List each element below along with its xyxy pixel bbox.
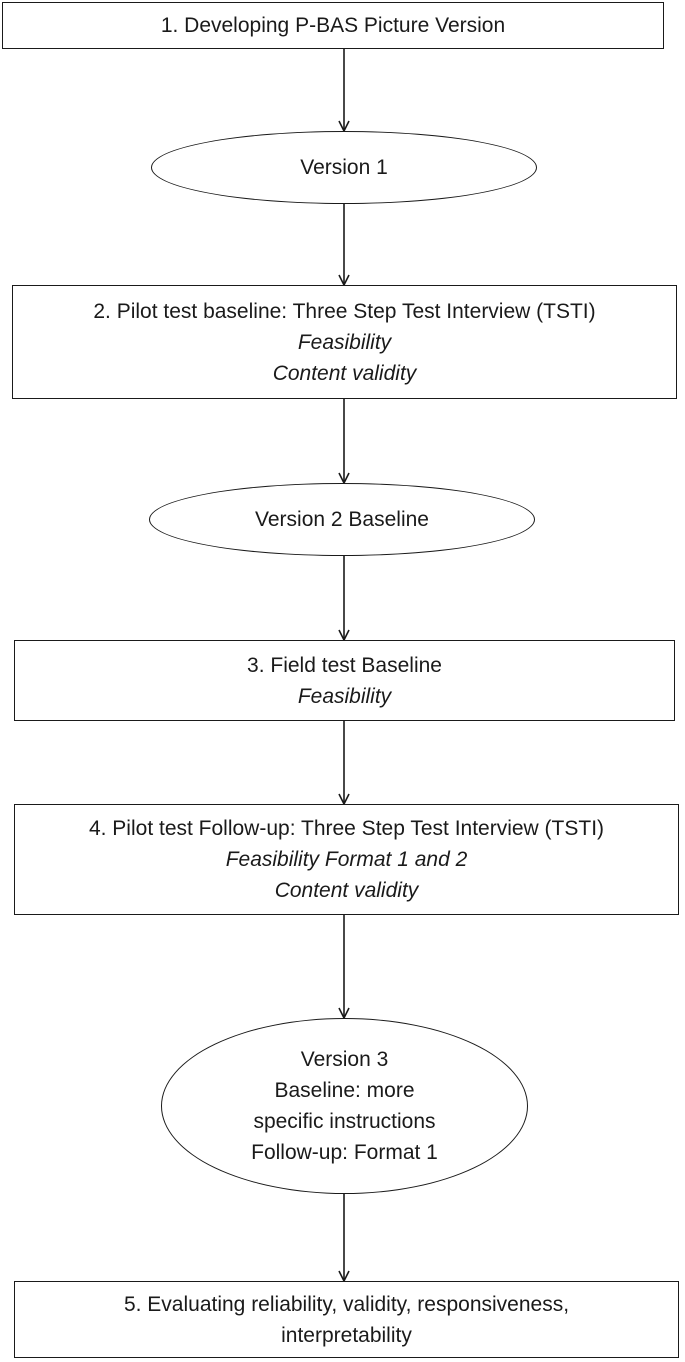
version-1-label: Version 1 bbox=[300, 156, 388, 179]
step-2-note-1: Feasibility bbox=[297, 330, 392, 354]
step-3-note-1: Feasibility bbox=[297, 684, 392, 708]
version-3-line-4: Follow-up: Format 1 bbox=[251, 1141, 438, 1164]
version-3-line-2: Baseline: more bbox=[274, 1079, 415, 1102]
version-3-line-1: Version 3 bbox=[300, 1048, 389, 1071]
step-4-note-2: Content validity bbox=[274, 879, 419, 902]
version-2-label: Version 2 Baseline bbox=[255, 508, 429, 531]
version-3-line-3: specific instructions bbox=[253, 1110, 436, 1133]
step-4-title: 4. Pilot test Follow-up: Three Step Test… bbox=[88, 817, 605, 840]
step-2-title: 2. Pilot test baseline: Three Step Test … bbox=[93, 299, 596, 323]
step-2-box: 2. Pilot test baseline: Three Step Test … bbox=[12, 285, 677, 399]
step-2-note-2: Content validity bbox=[272, 361, 417, 385]
version-3-ellipse: Version 3 Baseline: more specific instru… bbox=[161, 1018, 528, 1194]
step-3-box: 3. Field test Baseline Feasibility bbox=[14, 640, 675, 721]
step-5-box: 5. Evaluating reliability, validity, res… bbox=[14, 1281, 679, 1358]
step-3-title: 3. Field test Baseline bbox=[247, 653, 442, 677]
version-2-ellipse: Version 2 Baseline bbox=[149, 483, 535, 556]
step-5-title: 5. Evaluating reliability, validity, res… bbox=[123, 1292, 570, 1316]
step-5-title-line-2: interpretability bbox=[281, 1323, 412, 1347]
step-4-note-1: Feasibility Format 1 and 2 bbox=[225, 848, 468, 871]
step-1-box: 1. Developing P-BAS Picture Version bbox=[2, 2, 664, 49]
version-1-ellipse: Version 1 bbox=[151, 131, 537, 204]
step-4-box: 4. Pilot test Follow-up: Three Step Test… bbox=[14, 804, 679, 915]
step-1-title: 1. Developing P-BAS Picture Version bbox=[160, 14, 506, 37]
